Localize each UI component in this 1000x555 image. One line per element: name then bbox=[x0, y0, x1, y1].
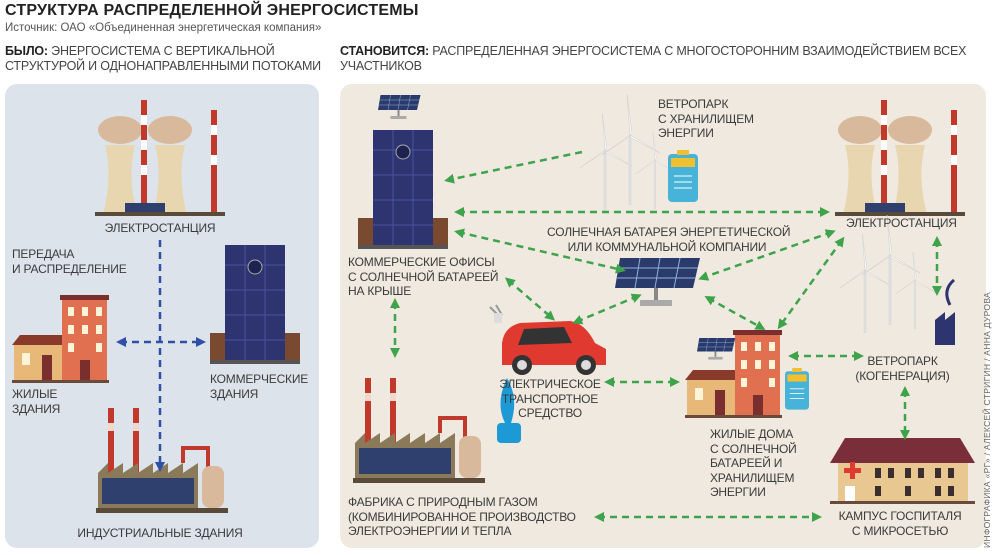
label-line: КАМПУС ГОСПИТАЛЯ bbox=[838, 509, 962, 523]
arrow-plant-solar bbox=[698, 229, 836, 281]
before-text: ЭНЕРГОСИСТЕМА С ВЕРТИКАЛЬНОЙ СТРУКТУРОЙ … bbox=[5, 44, 321, 73]
label-line: С СОЛНЕЧНОЙ БАТАРЕЕЙ bbox=[348, 269, 499, 284]
credit-line: ИНФОГРАФИКА «РГ» / АЛЕКСЕЙ СТРИГИН / АНН… bbox=[982, 292, 992, 548]
label-factory: ФАБРИКА С ПРИРОДНЫМ ГАЗОМ(КОМБИНИРОВАННО… bbox=[348, 495, 576, 539]
label-line: ВЕТРОПАРК bbox=[658, 97, 729, 111]
label-line: ЗДАНИЯ bbox=[210, 386, 259, 401]
label-power-plant: ЭЛЕКТРОСТАНЦИЯ bbox=[104, 221, 216, 235]
after-text: РАСПРЕДЕЛЕННАЯ ЭНЕРГОСИСТЕМА С МНОГОСТОР… bbox=[340, 44, 967, 73]
label-line: СРЕДСТВО bbox=[518, 406, 582, 420]
label-line: С МИКРОСЕТЬЮ bbox=[851, 523, 949, 538]
label-line: КОММЕРЧЕСКИЕ bbox=[210, 372, 309, 386]
label-line: СОЛНЕЧНАЯ БАТАРЕЯ ЭНЕРГЕТИЧЕСКОЙ bbox=[547, 225, 791, 239]
arrow-offices-solar bbox=[454, 228, 626, 274]
after-prefix: СТАНОВИТСЯ: bbox=[340, 44, 429, 58]
arrow-plant-homes bbox=[777, 236, 845, 330]
label-line: ВЕТРОПАРК bbox=[867, 354, 938, 368]
before-heading: БЫЛО: ЭНЕРГОСИСТЕМА С ВЕРТИКАЛЬНОЙ СТРУК… bbox=[5, 44, 325, 74]
label-line: И РАСПРЕДЕЛЕНИЕ bbox=[12, 261, 127, 276]
electric-car-icon bbox=[489, 304, 606, 375]
source-note: Источник: ОАО «Объединенная энергетическ… bbox=[5, 22, 322, 34]
before-prefix: БЫЛО: bbox=[5, 44, 48, 58]
label-line: ЭЛЕКТРИЧЕСКОЕ bbox=[499, 377, 601, 391]
arrow-solar-car bbox=[572, 293, 642, 325]
label-power-plant-right: ЭЛЕКТРОСТАНЦИЯ bbox=[846, 216, 957, 230]
page-title: СТРУКТУРА РАСПРЕДЕЛЕННОЙ ЭНЕРГОСИСТЕМЫ bbox=[5, 2, 419, 19]
label-line: ТРАНСПОРТНОЕ bbox=[501, 391, 599, 406]
label-line: ИЛИ КОММУНАЛЬНОЙ КОМПАНИИ bbox=[567, 239, 767, 254]
label-line: (КОГЕНЕРАЦИЯ) bbox=[855, 368, 950, 383]
label-line: ЭНЕРГИИ bbox=[710, 485, 766, 499]
after-heading: СТАНОВИТСЯ: РАСПРЕДЕЛЕННАЯ ЭНЕРГОСИСТЕМА… bbox=[340, 44, 980, 74]
label-line: ЖИЛЫЕ ДОМА bbox=[710, 427, 794, 441]
label-line: ЭНЕРГИИ bbox=[658, 126, 714, 140]
arrow-solar-homes bbox=[704, 296, 766, 330]
label-line: БАТАРЕЕЙ И bbox=[710, 456, 783, 470]
label-line: ФАБРИКА С ПРИРОДНЫМ ГАЗОМ bbox=[348, 495, 538, 509]
label-line: С СОЛНЕЧНОЙ bbox=[710, 441, 797, 456]
gas-factory-icon bbox=[351, 376, 521, 485]
label-line: ЖИЛЫЕ bbox=[12, 387, 58, 401]
label-industrial: ИНДУСТРИАЛЬНЫЕ ЗДАНИЯ bbox=[77, 526, 243, 540]
label-line: КОММЕРЧЕСКИЕ ОФИСЫ bbox=[348, 255, 495, 269]
label-line: НА КРЫШЕ bbox=[348, 284, 412, 298]
label-wind-cogen: ВЕТРОПАРК(КОГЕНЕРАЦИЯ) bbox=[845, 354, 960, 383]
label-line: ПЕРЕДАЧА bbox=[12, 247, 75, 261]
arrow-wind-to-offices bbox=[444, 150, 583, 184]
label-line: (КОМБИНИРОВАННОЕ ПРОИЗВОДСТВО bbox=[348, 509, 576, 524]
arrow-offices-car bbox=[504, 277, 556, 321]
label-line: ХРАНИЛИЩЕМ bbox=[710, 470, 795, 485]
label-line: ЗДАНИЯ bbox=[12, 401, 61, 416]
label-line: ЭЛЕКТРОЭНЕРГИИ И ТЕПЛА bbox=[348, 524, 512, 538]
cogeneration-wind-icon bbox=[839, 214, 956, 345]
hospital-campus-icon bbox=[830, 438, 975, 504]
label-line: С ХРАНИЛИЩЕМ bbox=[658, 111, 754, 126]
